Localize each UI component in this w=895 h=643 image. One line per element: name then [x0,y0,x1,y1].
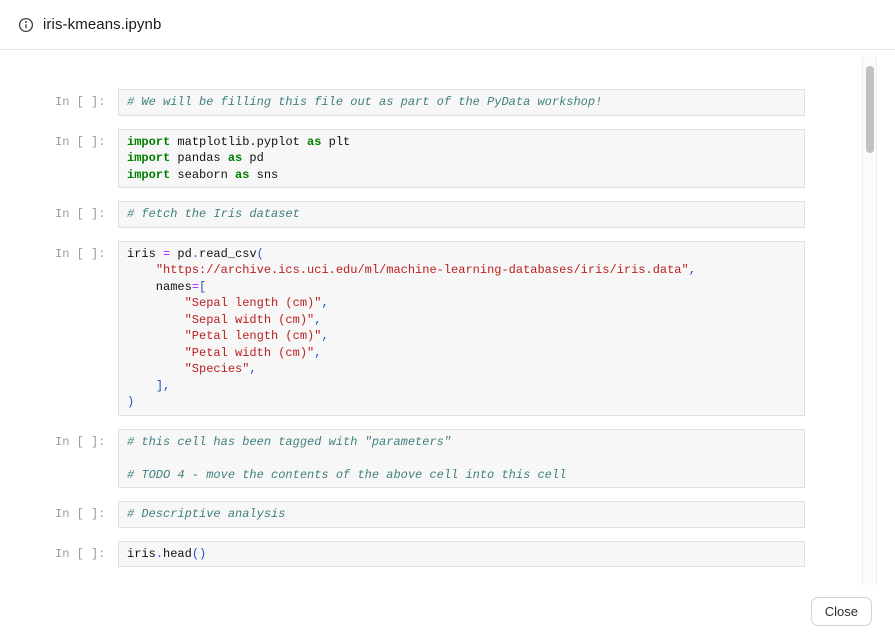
notebook-cell: In [ ]: # We will be filling this file ou… [55,89,805,116]
notebook-cell: In [ ]: iris = pd.read_csv( "https://arch… [55,240,805,416]
code-cell: iris.head() [118,540,805,567]
notebook-cell: In [ ]: import matplotlib.pyplot as plt i… [55,128,805,188]
code-cell: # fetch the Iris dataset [118,201,805,228]
cell-prompt: In [ ]: [55,546,106,561]
code-cell: # We will be filling this file out as pa… [118,89,805,116]
notebook-cell: In [ ]: # fetch the Iris dataset [55,201,805,228]
cell-prompt: In [ ]: [55,434,106,449]
info-icon[interactable] [18,17,34,33]
cell-prompt: In [ ]: [55,95,106,109]
notebook-cell: In [ ]: # Descriptive analysis [55,501,805,528]
code-cell: import matplotlib.pyplot as plt import p… [118,128,805,188]
scrollbar-thumb[interactable] [866,66,874,153]
close-button[interactable]: Close [810,597,872,626]
cell-prompt: In [ ]: [55,134,106,149]
notebook-cells: In [ ]: # We will be filling this file ou… [0,51,860,567]
cell-prompt: In [ ]: [55,207,106,221]
code-cell: iris = pd.read_csv( "https://archive.ics… [118,240,805,416]
cell-prompt: In [ ]: [55,507,106,521]
modal-header: iris-kmeans.ipynb [0,0,895,50]
notebook-title: iris-kmeans.ipynb [43,16,162,33]
notebook-cell: In [ ]: iris.head() [55,540,805,567]
scrollbar-track[interactable] [862,57,877,585]
code-cell: # Descriptive analysis [118,501,805,528]
notebook-cell: In [ ]: # this cell has been tagged with … [55,428,805,488]
cell-prompt: In [ ]: [55,246,106,261]
code-cell: # this cell has been tagged with "parame… [118,428,805,488]
notebook-content: In [ ]: # We will be filling this file ou… [0,51,860,585]
